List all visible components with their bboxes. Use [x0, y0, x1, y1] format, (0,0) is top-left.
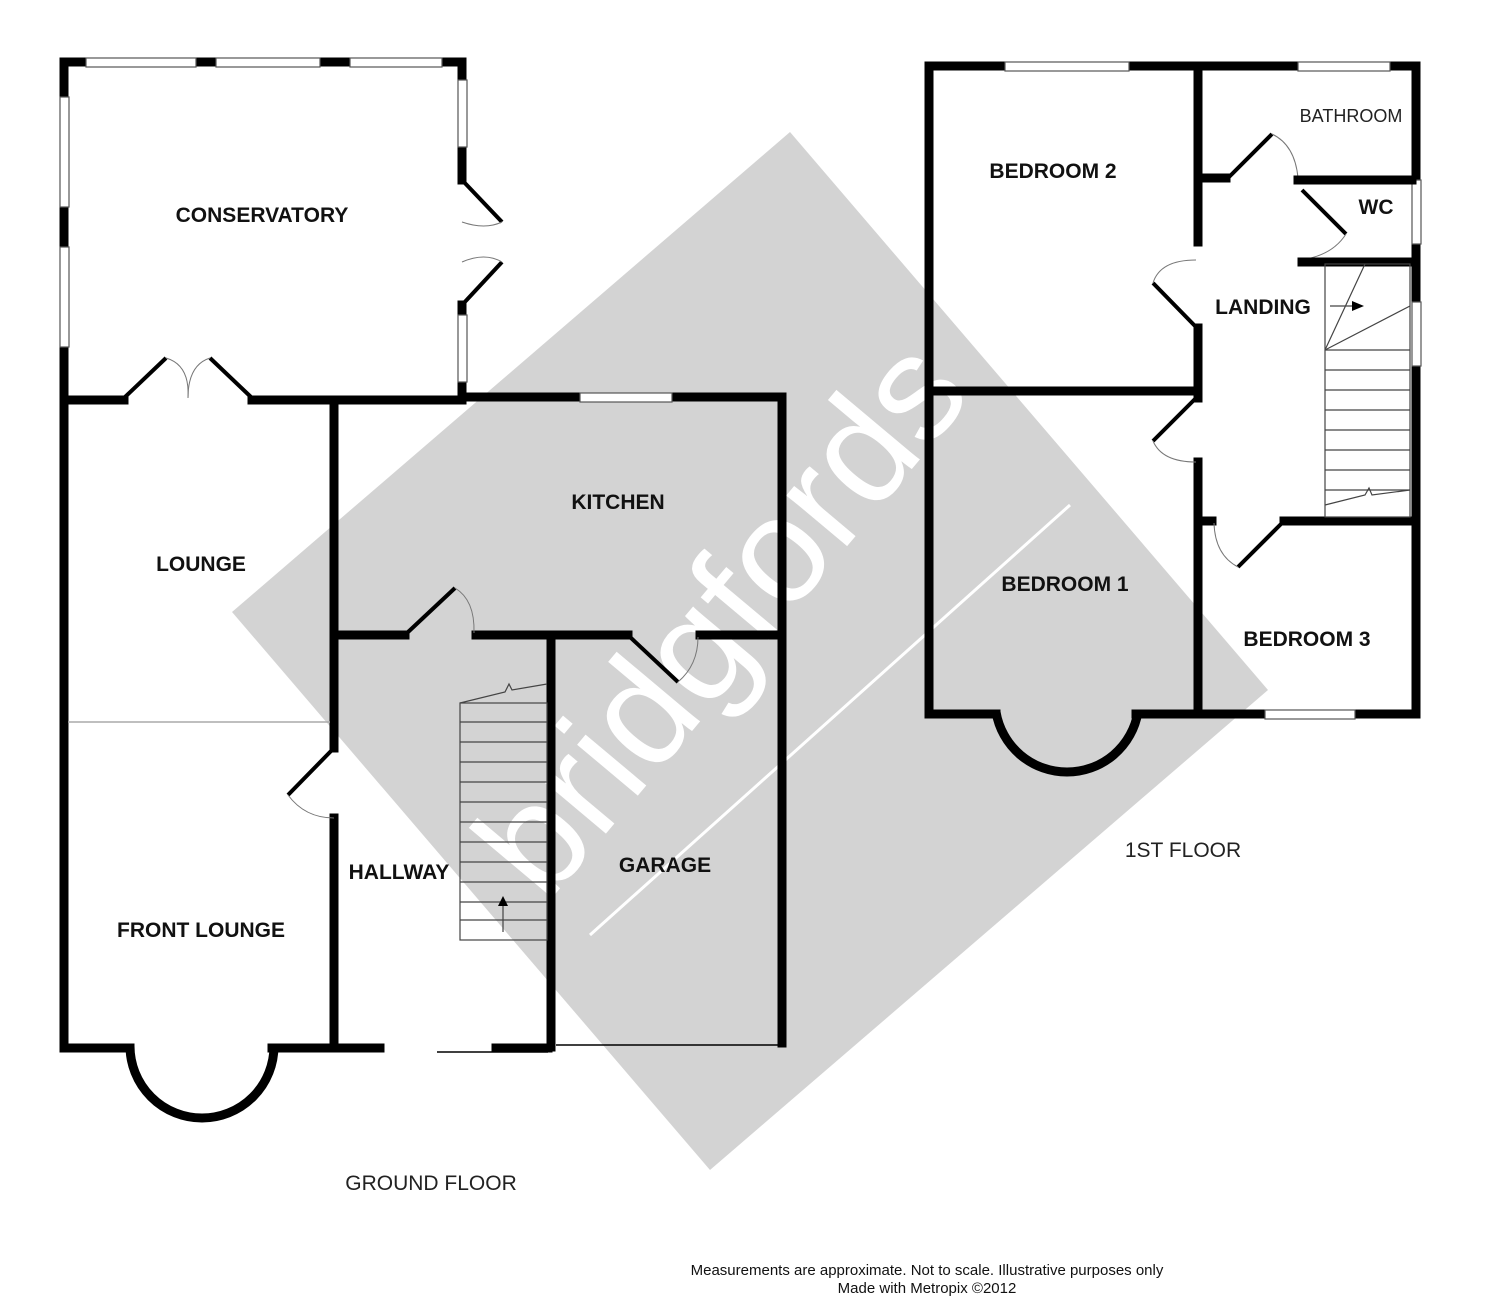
first-floor-outer-walls	[924, 61, 1421, 719]
front-lounge-door	[286, 748, 334, 797]
kitchen-walls	[457, 392, 787, 1048]
window	[457, 79, 468, 148]
conservatory-door	[460, 260, 504, 307]
room-label-front-lounge: FRONT LOUNGE	[117, 919, 285, 942]
room-label-bathroom: BATHROOM	[1300, 106, 1403, 126]
room-label-lounge: LOUNGE	[156, 553, 246, 576]
lounge-french-door	[208, 356, 254, 400]
kitchen-door	[405, 586, 457, 635]
room-label-conservatory: CONSERVATORY	[176, 204, 349, 227]
bedroom2-door	[1151, 281, 1198, 329]
room-label-kitchen: KITCHEN	[571, 491, 664, 514]
footer-disclaimer: Measurements are approximate. Not to sca…	[691, 1262, 1164, 1279]
window	[215, 57, 321, 68]
bathroom-door	[1226, 132, 1274, 180]
window	[1264, 709, 1356, 720]
room-label-garage: GARAGE	[619, 854, 711, 877]
room-label-landing: LANDING	[1215, 296, 1311, 319]
window	[1004, 61, 1130, 72]
footer-credit: Made with Metropix ©2012	[838, 1280, 1017, 1297]
first-floor-plan: BEDROOM 2 BATHROOM WC LANDING BEDROOM 1 …	[924, 61, 1422, 862]
wc-door	[1300, 188, 1348, 236]
watermark-rule	[588, 503, 1072, 937]
window	[579, 392, 673, 403]
stair-arrow	[498, 896, 508, 906]
ground-floor-plan: CONSERVATORY LOUNGE FRONT LOUNGE KITCHEN…	[59, 57, 787, 1195]
window	[457, 314, 468, 383]
stair-arrow	[1352, 301, 1364, 311]
bedroom1-door	[1151, 396, 1198, 443]
floor-label-ground: GROUND FLOOR	[345, 1172, 517, 1195]
window	[1411, 301, 1422, 367]
window	[59, 246, 70, 348]
ground-floor-stairs	[459, 682, 548, 941]
garage-door	[628, 635, 680, 684]
bedroom3-door	[1236, 521, 1284, 569]
window	[349, 57, 443, 68]
window	[1411, 179, 1422, 245]
room-label-bedroom-1: BEDROOM 1	[1001, 573, 1129, 596]
watermark: bridgfords	[232, 132, 1268, 1170]
room-label-bedroom-3: BEDROOM 3	[1243, 628, 1370, 651]
window	[59, 96, 70, 208]
bay-window	[991, 711, 1143, 777]
bay-window	[125, 1045, 279, 1123]
first-floor-stairs	[1324, 263, 1411, 518]
window	[1297, 61, 1391, 72]
floor-label-first: 1ST FLOOR	[1125, 839, 1241, 862]
lounge-french-door	[122, 356, 168, 400]
room-label-hallway: HALLWAY	[349, 861, 450, 884]
window	[85, 57, 197, 68]
room-label-wc: WC	[1359, 196, 1394, 219]
conservatory-door	[460, 178, 504, 224]
room-label-bedroom-2: BEDROOM 2	[989, 160, 1116, 183]
